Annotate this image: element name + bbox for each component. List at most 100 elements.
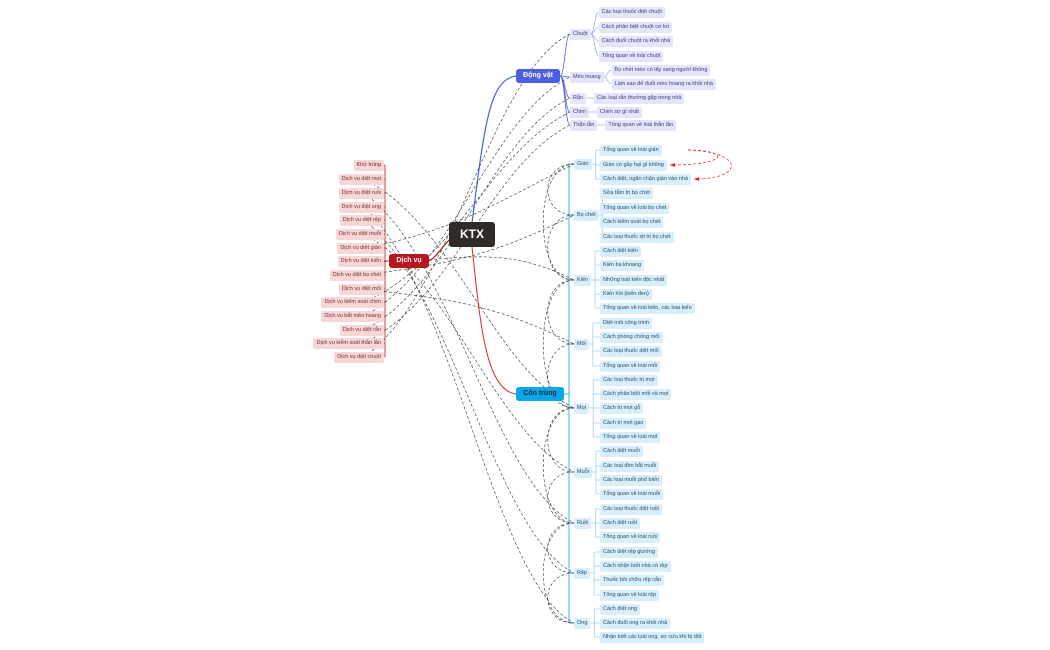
insect-topic-0-0[interactable]: Tổng quan về loài gián	[600, 144, 662, 156]
insect-topic-3-0[interactable]: Diệt mối công trình	[600, 317, 653, 329]
insect-topic-4-4[interactable]: Tổng quan về loài mọt	[600, 431, 661, 443]
insect-group-3[interactable]: Mối	[574, 338, 589, 350]
animal-topic-1-0[interactable]: Bọ chét mèo có lây sang người không	[611, 64, 711, 76]
animal-link-3	[559, 75, 571, 113]
insect-topic-5-0[interactable]: Cách diệt muỗi	[600, 445, 643, 457]
insect-topic-4-2[interactable]: Cách trị mọt gỗ	[600, 402, 644, 414]
relation-line-9	[363, 111, 571, 303]
insect-topic-6-2[interactable]: Tổng quan về loài ruồi	[600, 531, 661, 543]
animal-group-2[interactable]: Rắn	[570, 92, 587, 104]
animal-leaf-link-0-3	[590, 33, 599, 57]
relation-line-13	[363, 33, 571, 358]
insect-group-5[interactable]: Muỗi	[574, 466, 592, 478]
animal-topic-0-1[interactable]: Cách phân biệt chuột cơ lơi	[598, 21, 673, 33]
animal-topic-0-3[interactable]: Tổng quan về loài chuột	[598, 50, 664, 62]
animal-link-4	[559, 75, 571, 126]
insect-topic-8-0[interactable]: Cách diệt ong	[600, 603, 640, 615]
animals-branch-node[interactable]: Động vật	[516, 69, 560, 83]
insect-loop-11	[542, 522, 575, 624]
animal-topic-1-1[interactable]: Làm sao để đuổi mèo hoang ra khỏi nhà	[611, 78, 716, 90]
service-item-12[interactable]: Dịch vụ diệt rắn	[339, 324, 384, 336]
insect-group-4[interactable]: Mọt	[574, 402, 590, 414]
service-item-5[interactable]: Dịch vụ diệt muỗi	[335, 228, 384, 240]
branch-line-animals	[471, 75, 517, 224]
animal-group-0[interactable]: Chuột	[570, 28, 591, 40]
insect-topic-2-3[interactable]: Kiến hôi (kiến đen)	[600, 288, 652, 300]
insect-topic-0-1[interactable]: Gián có gây hại gì không	[600, 159, 667, 171]
insect-topic-6-1[interactable]: Cách diệt ruồi	[600, 517, 640, 529]
service-item-1[interactable]: Dịch vụ diệt mọt	[338, 173, 384, 185]
highlight-relation-1	[687, 149, 732, 180]
service-item-4[interactable]: Dịch vụ diệt rệp	[339, 214, 384, 226]
insect-topic-3-2[interactable]: Các loại thuốc diệt mối	[600, 345, 662, 357]
service-item-6[interactable]: Dịch vụ diệt gián	[337, 242, 384, 254]
service-item-9[interactable]: Dịch vụ diệt mối	[338, 283, 384, 295]
insect-topic-0-2[interactable]: Cách diệt, ngăn chặn gián vào nhà	[600, 173, 692, 185]
animal-topic-4-0[interactable]: Tổng quan về loài thằn lằn	[605, 119, 677, 131]
insect-group-0[interactable]: Gián	[574, 158, 592, 170]
animal-link-1	[559, 75, 571, 78]
relation-line-4	[363, 233, 575, 473]
insect-topic-7-0[interactable]: Cách diệt rệp giường	[600, 546, 658, 558]
insect-topic-3-1[interactable]: Cách phòng chống mối	[600, 331, 663, 343]
animal-group-3[interactable]: Chim	[570, 106, 589, 118]
service-item-3[interactable]: Dịch vụ diệt ong	[338, 201, 384, 213]
insect-topic-4-1[interactable]: Cách phân biệt mối và mọt	[600, 388, 672, 400]
animal-topic-2-0[interactable]: Các loại rắn thường gặp trong nhà	[594, 92, 685, 104]
branch-line-insects	[471, 246, 517, 395]
insect-topic-7-2[interactable]: Thuốc bôi chữa rệp cắn	[600, 574, 665, 586]
relation-line-8	[363, 288, 575, 345]
service-item-7[interactable]: Dịch vụ diệt kiến	[337, 255, 384, 267]
insect-topic-5-1[interactable]: Các loại đèn bắt muỗi	[600, 460, 660, 472]
animal-leaf-link-1-0	[603, 69, 612, 78]
animal-group-1[interactable]: Mèo hoang	[570, 71, 604, 83]
branch-line-services	[428, 239, 450, 262]
insect-loop-5	[547, 471, 575, 524]
highlight-arrowhead-1	[694, 177, 699, 181]
service-item-11[interactable]: Dịch vụ bắt mèo hoang	[321, 310, 384, 322]
insect-topic-5-3[interactable]: Tổng quan về loài muỗi	[600, 488, 664, 500]
service-item-0[interactable]: Khử trùng	[353, 159, 384, 171]
insect-loop-2	[547, 279, 575, 345]
insect-topic-2-1[interactable]: Kiến ba khoang	[600, 259, 645, 271]
insect-topic-3-3[interactable]: Tổng quan về loài mối	[600, 360, 661, 372]
insect-topic-7-3[interactable]: Tổng quan về loài rệp	[600, 589, 660, 601]
insects-branch-node[interactable]: Côn trùng	[516, 387, 564, 401]
insect-topic-4-0[interactable]: Các loại thuốc trị mọt	[600, 374, 658, 386]
insect-topic-1-1[interactable]: Tổng quan về loài bọ chét	[600, 202, 670, 214]
services-branch-node[interactable]: Dịch vụ	[389, 254, 429, 268]
insect-loop-1	[547, 214, 575, 281]
insect-topic-8-1[interactable]: Cách đuổi ong ra khỏi nhà	[600, 617, 671, 629]
service-item-13[interactable]: Dịch vụ kiểm soát thằn lằn	[313, 337, 384, 349]
insect-topic-2-0[interactable]: Cách diệt kiến	[600, 245, 641, 257]
insect-loop-7	[547, 572, 575, 624]
animal-topic-0-0[interactable]: Các loại thuốc diệt chuột	[598, 6, 665, 18]
insect-loop-0	[547, 163, 575, 216]
insect-topic-2-2[interactable]: Những loài kiến độc nhất	[600, 274, 668, 286]
service-item-8[interactable]: Dịch vụ diệt bọ chét	[329, 269, 384, 281]
insect-group-1[interactable]: Bọ chét	[574, 209, 599, 221]
insect-topic-5-2[interactable]: Các loại muỗi phổ biến	[600, 474, 662, 486]
animal-topic-3-0[interactable]: Chim sợ gì nhất	[596, 106, 642, 118]
root-node[interactable]: KTX	[449, 222, 495, 247]
insect-topic-8-2[interactable]: Nhận biết các loài ong, sơ cứu khi bị đố…	[600, 631, 705, 643]
animal-group-4[interactable]: Thằn lằn	[570, 119, 598, 131]
insect-topic-2-4[interactable]: Tổng quan về loài kiến, các loại kiến	[600, 302, 695, 314]
service-item-2[interactable]: Dịch vụ diệt ruồi	[338, 187, 384, 199]
insect-topic-7-1[interactable]: Cách nhận biết nhà có rệp	[600, 560, 671, 572]
insect-group-6[interactable]: Ruồi	[574, 517, 592, 529]
service-item-14[interactable]: Dịch vụ diệt chuột	[334, 351, 384, 363]
insect-topic-1-0[interactable]: Sửa tắm trị bọ chét	[600, 187, 653, 199]
insect-loop-4	[547, 407, 575, 473]
insect-topic-1-2[interactable]: Cách kiểm soát bọ chét	[600, 216, 664, 228]
insect-group-8[interactable]: Ong	[574, 617, 591, 629]
insect-loop-10	[543, 407, 575, 524]
insect-group-2[interactable]: Kiến	[574, 274, 592, 286]
insect-group-7[interactable]: Rệp	[574, 567, 591, 579]
insect-topic-6-0[interactable]: Các loại thuốc diệt ruồi	[600, 503, 662, 515]
insect-topic-1-3[interactable]: Các loại thuốc xịt trị bọ chét	[600, 231, 674, 243]
service-item-10[interactable]: Dịch vụ kiểm soát chim	[321, 296, 384, 308]
relation-line-2	[363, 206, 575, 624]
animal-topic-0-2[interactable]: Cách đuổi chuột ra khỏi nhà	[598, 35, 674, 47]
insect-topic-4-3[interactable]: Cách trị mọt gạo	[600, 417, 647, 429]
